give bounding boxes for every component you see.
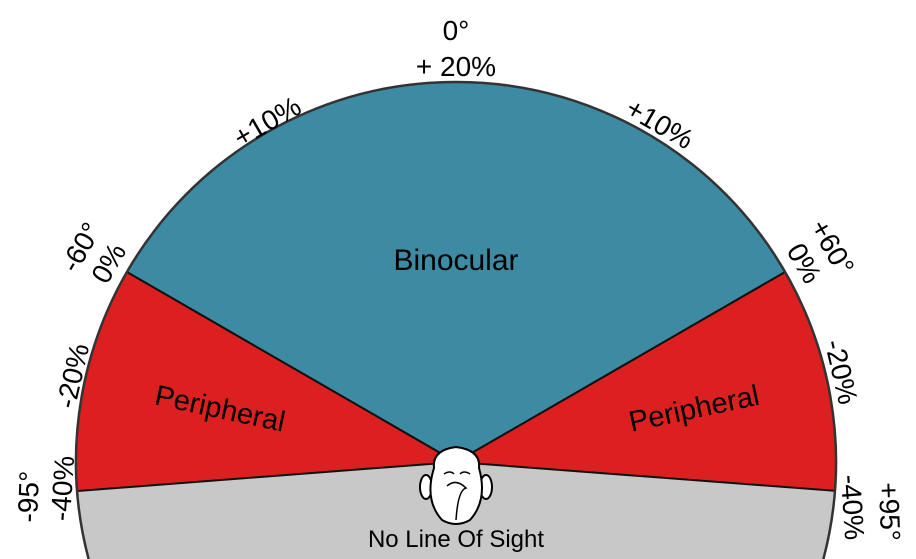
top-angle-label: 0°	[443, 15, 470, 46]
right-95-pct-label: -40%	[835, 474, 870, 541]
field-outline	[74, 80, 838, 559]
head-icon	[419, 445, 493, 525]
right-95-angle-label: +95°	[873, 482, 906, 542]
left-95-angle-label: -95°	[12, 470, 45, 523]
left-95-pct-label: -40%	[45, 455, 80, 522]
top-pct-label: + 20%	[416, 51, 496, 82]
binocular-label: Binocular	[393, 244, 518, 277]
no-sight-label: No Line Of Sight	[368, 526, 544, 553]
